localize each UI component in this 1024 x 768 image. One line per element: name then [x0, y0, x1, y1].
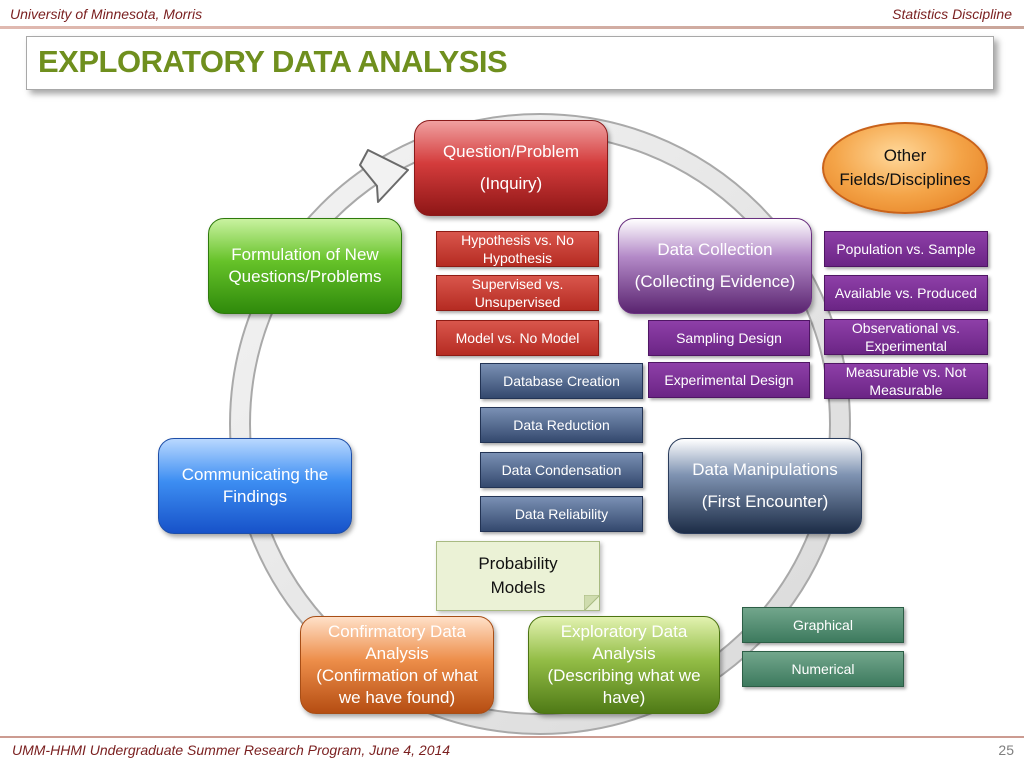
data-manipulations-label: Data Manipulations — [692, 459, 838, 479]
tag-population-sample: Population vs. Sample — [824, 231, 988, 267]
footer-divider — [0, 736, 1024, 738]
tag-data-reduction: Data Reduction — [480, 407, 643, 443]
tag-data-reduction-label: Data Reduction — [513, 416, 610, 433]
eda-node: Exploratory Data Analysis (Describing wh… — [528, 616, 720, 714]
probability-models-note: Probability Models — [436, 541, 600, 611]
tag-population-sample-label: Population vs. Sample — [836, 240, 976, 257]
cda-sublabel: (Confirmation of what we have found) — [316, 666, 478, 708]
tag-model-label: Model vs. No Model — [455, 329, 580, 346]
page-title: EXPLORATORY DATA ANALYSIS — [38, 44, 508, 79]
tag-model: Model vs. No Model — [436, 320, 599, 356]
tag-graphical-label: Graphical — [793, 616, 853, 633]
tag-graphical: Graphical — [742, 607, 904, 643]
tag-available-produced-label: Available vs. Produced — [834, 284, 978, 301]
tag-data-condensation-label: Data Condensation — [501, 461, 622, 478]
title-box — [26, 36, 994, 90]
other-fields-label: Other Fields/Disciplines — [839, 146, 971, 189]
tag-numerical: Numerical — [742, 651, 904, 687]
tag-numerical-label: Numerical — [791, 660, 855, 677]
other-fields-ellipse: Other Fields/Disciplines — [822, 122, 988, 214]
header-divider — [0, 26, 1024, 29]
tag-measurable-label: Measurable vs. Not Measurable — [845, 363, 967, 398]
header-left: University of Minnesota, Morris — [10, 6, 203, 22]
eda-sublabel: (Describing what we have) — [547, 666, 701, 708]
probability-models-label: Probability Models — [478, 554, 558, 597]
tag-data-reliability-label: Data Reliability — [514, 505, 609, 522]
formulation-label: Formulation of New Questions/Problems — [228, 244, 382, 286]
question-sublabel: (Inquiry) — [479, 174, 543, 193]
tag-experimental-design: Experimental Design — [648, 362, 810, 398]
tag-supervised-label: Supervised vs. Unsupervised — [471, 275, 564, 310]
tag-data-condensation: Data Condensation — [480, 452, 643, 488]
tag-database-creation: Database Creation — [480, 363, 643, 399]
header-right: Statistics Discipline — [892, 6, 1012, 22]
formulation-node: Formulation of New Questions/Problems — [208, 218, 402, 314]
note-fold-corner — [584, 595, 600, 611]
tag-observational-experimental-label: Observational vs. Experimental — [851, 319, 961, 354]
data-collection-label: Data Collection — [657, 239, 773, 259]
tag-observational-experimental: Observational vs. Experimental — [824, 319, 988, 355]
data-collection-node: Data Collection (Collecting Evidence) — [618, 218, 812, 314]
communicating-label: Communicating the Findings — [181, 464, 329, 506]
tag-data-reliability: Data Reliability — [480, 496, 643, 532]
data-manipulations-node: Data Manipulations (First Encounter) — [668, 438, 862, 534]
page-number: 25 — [998, 742, 1014, 758]
data-collection-sublabel: (Collecting Evidence) — [634, 272, 796, 291]
tag-sampling-design: Sampling Design — [648, 320, 810, 356]
communicating-node: Communicating the Findings — [158, 438, 352, 534]
tag-database-creation-label: Database Creation — [503, 372, 620, 389]
tag-sampling-design-label: Sampling Design — [676, 329, 782, 346]
cda-node: Confirmatory Data Analysis (Confirmation… — [300, 616, 494, 714]
eda-label: Exploratory Data Analysis — [560, 621, 688, 663]
footer-text: UMM-HHMI Undergraduate Summer Research P… — [12, 742, 451, 758]
tag-supervised: Supervised vs. Unsupervised — [436, 275, 599, 311]
question-label: Question/Problem — [442, 141, 580, 161]
cda-label: Confirmatory Data Analysis — [328, 621, 466, 663]
tag-available-produced: Available vs. Produced — [824, 275, 988, 311]
tag-experimental-design-label: Experimental Design — [664, 371, 794, 388]
question-problem-node: Question/Problem (Inquiry) — [414, 120, 608, 216]
tag-measurable: Measurable vs. Not Measurable — [824, 363, 988, 399]
tag-hypothesis-label: Hypothesis vs. No Hypothesis — [461, 231, 574, 266]
tag-hypothesis: Hypothesis vs. No Hypothesis — [436, 231, 599, 267]
data-manipulations-sublabel: (First Encounter) — [701, 492, 829, 511]
